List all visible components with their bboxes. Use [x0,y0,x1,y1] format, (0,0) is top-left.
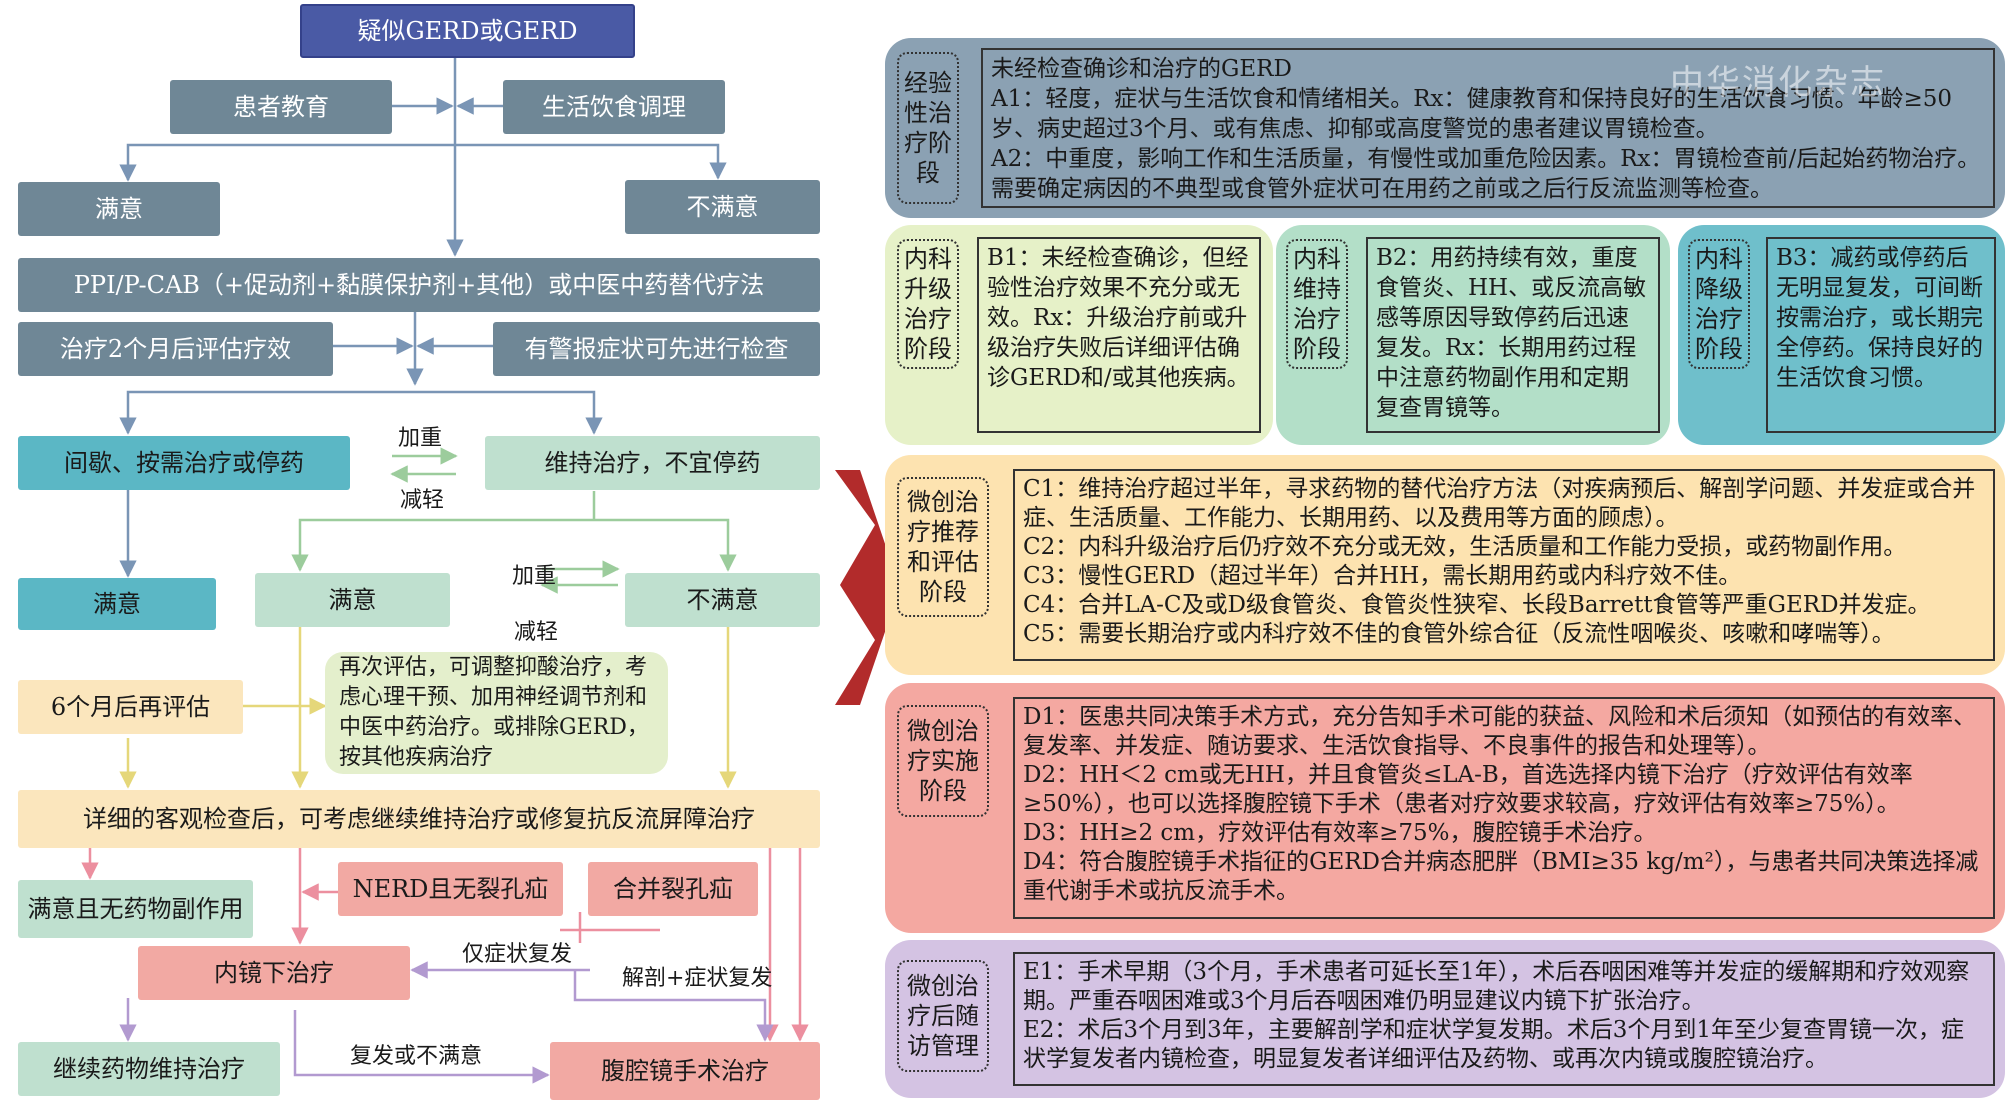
stage-b1-line-0: B1：未经检查确诊，但经验性治疗效果不充分或无效。Rx：升级治疗前或升级治疗失败… [987,245,1250,391]
stage-d-line-0: D1：医患共同决策手术方式，充分告知手术可能的获益、风险和术后须知（如预估的有效… [1023,704,1977,759]
stage-e-text: E1：手术早期（3个月，手术患者可延长至1年），术后吞咽困难等并发症的缓解期和疗… [1013,952,1995,1086]
stage-d-panel: 微创治疗实施阶段 D1：医患共同决策手术方式，充分告知手术可能的获益、风险和术后… [885,683,2005,933]
node-satisfied-3: 满意 [255,573,450,627]
stage-a-label: 经验性治疗阶段 [897,52,959,204]
label-symptom-relapse: 仅症状复发 [462,942,573,967]
stage-d-line-1: D2：HH＜2 cm或无HH，并且食管炎≤LA-B，首选选择内镜下治疗（疗效评估… [1023,762,1913,817]
node-ppi-therapy: PPI/P-CAB（+促动剂+黏膜保护剂+其他）或中医中药替代疗法 [18,258,820,312]
transition-arrow [835,470,900,705]
label-relapse-unsatisfied: 复发或不满意 [350,1044,483,1069]
node-start: 疑似GERD或GERD [300,4,635,58]
stage-b3-line-0: B3：减药或停药后无明显复发，可间断按需治疗，或长期完全停药。保持良好的生活饮食… [1776,245,1983,391]
label-aggravate-2: 加重 [512,564,557,589]
stage-d-label: 微创治疗实施阶段 [897,705,989,817]
node-reassess: 再次评估，可调整抑酸治疗，考虑心理干预、加用神经调节剂和中医中药治疗。或排除GE… [325,652,668,774]
stage-e-label: 微创治疗后随访管理 [897,960,989,1072]
stage-a-line-1: A1：轻度，症状与生活饮食和情绪相关。Rx：健康教育和保持良好的生活饮食习惯。年… [991,86,1953,142]
node-objective-exam: 详细的客观检查后，可考虑继续维持治疗或修复抗反流屏障治疗 [18,790,820,848]
node-continue-drug: 继续药物维持治疗 [18,1042,280,1096]
node-reeval-6-months: 6个月后再评估 [18,680,243,734]
stage-b2-text: B2：用药持续有效，重度食管炎、HH、或反流高敏感等原因导致停药后迅速复发。Rx… [1366,237,1660,433]
node-unsatisfied-2: 不满意 [625,573,820,627]
stage-a-line-0: 未经检查确诊和治疗的GERD [991,56,1292,82]
stage-a-panel: 经验性治疗阶段 未经检查确诊和治疗的GERD A1：轻度，症状与生活饮食和情绪相… [885,38,2005,218]
stage-a-text: 未经检查确诊和治疗的GERD A1：轻度，症状与生活饮食和情绪相关。Rx：健康教… [981,48,1995,208]
stage-b3-text: B3：减药或停药后无明显复发，可间断按需治疗，或长期完全停药。保持良好的生活饮食… [1766,237,1996,433]
stage-c-line-1: C2：内科升级治疗后仍疗效不充分或无效，生活质量和工作能力受损，或药物副作用。 [1023,534,1907,560]
node-nerd-no-hernia: NERD且无裂孔疝 [338,862,563,916]
stage-c-text: C1：维持治疗超过半年，寻求药物的替代治疗方法（对疾病预后、解剖学问题、并发症或… [1013,469,1995,661]
stage-c-panel: 微创治疗推荐和评估阶段 C1：维持治疗超过半年，寻求药物的替代治疗方法（对疾病预… [885,455,2005,675]
node-laparoscopic: 腹腔镜手术治疗 [550,1042,820,1100]
node-satisfied-2: 满意 [18,578,216,630]
label-relieve-2: 减轻 [514,620,559,645]
node-maintain: 维持治疗，不宜停药 [485,436,820,490]
node-lifestyle-diet: 生活饮食调理 [503,80,725,134]
stage-c-line-0: C1：维持治疗超过半年，寻求药物的替代治疗方法（对疾病预后、解剖学问题、并发症或… [1023,476,1976,531]
label-aggravate-1: 加重 [398,426,443,451]
node-patient-education: 患者教育 [170,80,392,134]
stage-b1-text: B1：未经检查确诊，但经验性治疗效果不充分或无效。Rx：升级治疗前或升级治疗失败… [977,237,1261,433]
stage-e-panel: 微创治疗后随访管理 E1：手术早期（3个月，手术患者可延长至1年），术后吞咽困难… [885,940,2005,1098]
label-anatomy-relapse: 解剖+症状复发 [622,966,773,991]
stage-b2-panel: 内科维持治疗阶段 B2：用药持续有效，重度食管炎、HH、或反流高敏感等原因导致停… [1276,225,1670,445]
node-satisfied-1: 满意 [18,182,220,236]
stage-c-line-3: C4：合并LA-C及或D级食管炎、食管炎性狭窄、长段Barrett食管等严重GE… [1023,592,1931,618]
node-endoscopic: 内镜下治疗 [138,946,410,1000]
stage-b1-label: 内科升级治疗阶段 [897,239,959,369]
stage-b3-label: 内科降级治疗阶段 [1688,239,1750,369]
node-no-side-effect: 满意且无药物副作用 [18,880,253,938]
stage-e-line-0: E1：手术早期（3个月，手术患者可延长至1年），术后吞咽困难等并发症的缓解期和疗… [1023,959,1970,1014]
stage-e-line-1: E2：术后3个月到3年，主要解剖学和症状学复发期。术后3个月到1年至少复查胃镜一… [1023,1017,1964,1072]
stage-b1-panel: 内科升级治疗阶段 B1：未经检查确诊，但经验性治疗效果不充分或无效。Rx：升级治… [885,225,1273,445]
stage-a-line-2: A2：中重度，影响工作和生活质量，有慢性或加重危险因素。Rx：胃镜检查前/后起始… [991,146,1981,202]
node-eval-2-months: 治疗2个月后评估疗效 [18,322,333,376]
stage-d-text: D1：医患共同决策手术方式，充分告知手术可能的获益、风险和术后须知（如预估的有效… [1013,697,1995,919]
node-hiatal-hernia: 合并裂孔疝 [588,862,758,916]
stage-d-line-3: D4：符合腹腔镜手术指征的GERD合并病态肥胖（BMI≥35 kg/m²），与患… [1023,849,1979,904]
stage-d-line-2: D3：HH≥2 cm，疗效评估有效率≥75%，腹腔镜手术治疗。 [1023,820,1657,846]
stage-c-line-2: C3：慢性GERD（超过半年）合并HH，需长期用药或内科疗效不佳。 [1023,563,1742,589]
journal-watermark: 中华消化杂志 [1670,63,1886,103]
stage-c-label: 微创治疗推荐和评估阶段 [897,477,989,617]
label-relieve-1: 减轻 [400,488,445,513]
stage-c-line-4: C5：需要长期治疗或内科疗效不佳的食管外综合征（反流性咽喉炎、咳嗽和哮喘等）。 [1023,621,1895,647]
node-intermittent: 间歇、按需治疗或停药 [18,436,350,490]
stage-b2-label: 内科维持治疗阶段 [1286,239,1348,369]
node-alarm-symptoms: 有警报症状可先进行检查 [493,322,820,376]
stage-b2-line-0: B2：用药持续有效，重度食管炎、HH、或反流高敏感等原因导致停药后迅速复发。Rx… [1376,245,1647,421]
node-unsatisfied-1: 不满意 [625,180,820,234]
stage-b3-panel: 内科降级治疗阶段 B3：减药或停药后无明显复发，可间断按需治疗，或长期完全停药。… [1678,225,2005,445]
